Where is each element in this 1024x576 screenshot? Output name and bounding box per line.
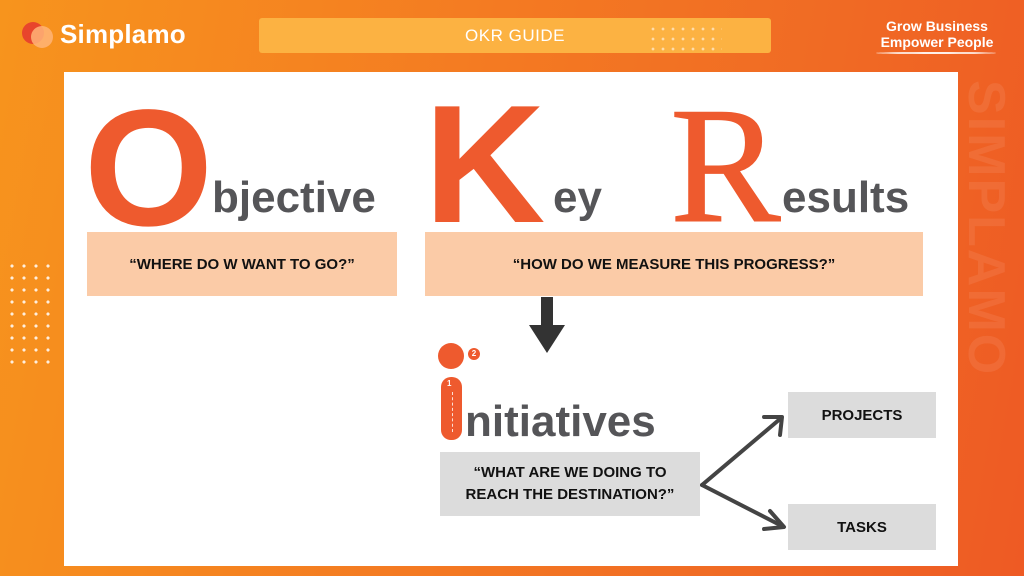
branch-arrows-icon bbox=[700, 415, 786, 531]
logo-icon bbox=[20, 18, 54, 50]
tasks-box: TASKS bbox=[788, 504, 936, 550]
tagline-line-1: Grow Business bbox=[886, 18, 988, 34]
step-2-badge: 2 bbox=[468, 348, 480, 360]
objective-word: bjective bbox=[212, 173, 376, 222]
brand-logo[interactable]: Simplamo bbox=[20, 18, 186, 50]
initiatives-word: nitiatives bbox=[465, 397, 656, 446]
step-1-badge: 1 bbox=[447, 379, 452, 388]
brand-watermark: SIMPLAMO bbox=[957, 80, 1015, 377]
initiatives-question-box: “WHAT ARE WE DOING TO REACH THE DESTINAT… bbox=[440, 452, 700, 516]
down-arrow-icon bbox=[529, 297, 565, 353]
tagline-underline bbox=[876, 52, 996, 54]
results-word: esults bbox=[782, 173, 910, 222]
tagline: Grow Business Empower People bbox=[862, 18, 1012, 50]
progress-dashed-line bbox=[452, 392, 454, 432]
dot-grid-decoration bbox=[6, 260, 58, 365]
key-results-question-box: “HOW DO WE MEASURE THIS PROGRESS?” bbox=[425, 232, 923, 296]
objective-question-box: “WHERE DO W WANT TO GO?” bbox=[87, 232, 397, 296]
key-initial: K bbox=[424, 70, 546, 258]
tagline-line-2: Empower People bbox=[880, 34, 994, 50]
initiatives-i-dot bbox=[438, 343, 464, 369]
logo-text: Simplamo bbox=[60, 18, 186, 49]
initiatives-question-line-2: REACH THE DESTINATION?” bbox=[465, 486, 675, 503]
objective-initial: O bbox=[84, 76, 214, 261]
key-word: ey bbox=[553, 173, 602, 222]
initiatives-i-stem bbox=[441, 377, 462, 440]
dot-pattern-decoration bbox=[648, 24, 722, 54]
initiatives-question-line-1: “WHAT ARE WE DOING TO bbox=[473, 464, 667, 481]
projects-box: PROJECTS bbox=[788, 392, 936, 438]
results-initial: R bbox=[670, 73, 782, 257]
